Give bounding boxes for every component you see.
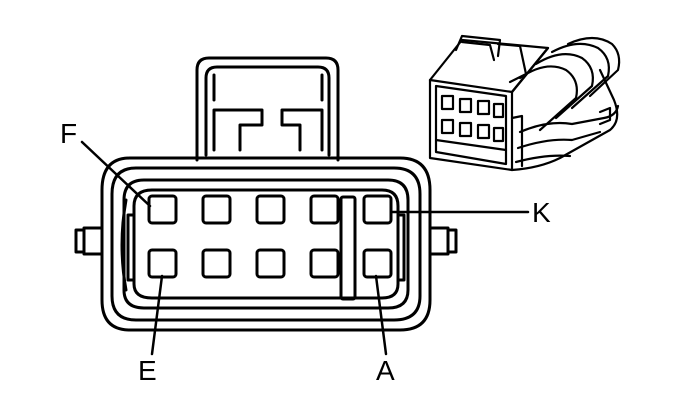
- cavity: [309, 248, 340, 279]
- polarization-key: [339, 195, 357, 301]
- leader-line-a: [374, 274, 388, 356]
- pin-label-f: F: [60, 118, 77, 149]
- cavity-f: [147, 194, 178, 225]
- pin-label-e: E: [138, 355, 157, 386]
- connector-latch: [195, 56, 340, 162]
- cavity-a: [362, 248, 393, 279]
- iso-cavity: [458, 97, 473, 114]
- mounting-tab-left: [74, 226, 104, 256]
- cavity: [201, 248, 232, 279]
- cavity-k: [362, 194, 393, 225]
- leader-lines: [80, 140, 530, 356]
- leader-line-f: [80, 140, 152, 208]
- pin-label-a: A: [376, 355, 395, 386]
- iso-cavity: [476, 123, 491, 140]
- iso-cavity: [492, 126, 505, 143]
- connector-isometric-view: [428, 34, 621, 172]
- pin-label-k: K: [532, 197, 551, 228]
- iso-cavity: [458, 121, 473, 138]
- cavity-row-top: [147, 194, 393, 225]
- cavity: [201, 194, 232, 225]
- cavity: [309, 194, 340, 225]
- mounting-tab-right: [428, 226, 458, 256]
- leader-line-e: [150, 274, 164, 356]
- iso-cavity: [492, 102, 505, 119]
- iso-cavity: [440, 118, 455, 135]
- cavity: [255, 194, 286, 225]
- connector-housing: [100, 156, 432, 332]
- iso-cavity: [476, 99, 491, 116]
- iso-cavity: [440, 94, 455, 111]
- cavity-e: [147, 248, 178, 279]
- cavity: [255, 248, 286, 279]
